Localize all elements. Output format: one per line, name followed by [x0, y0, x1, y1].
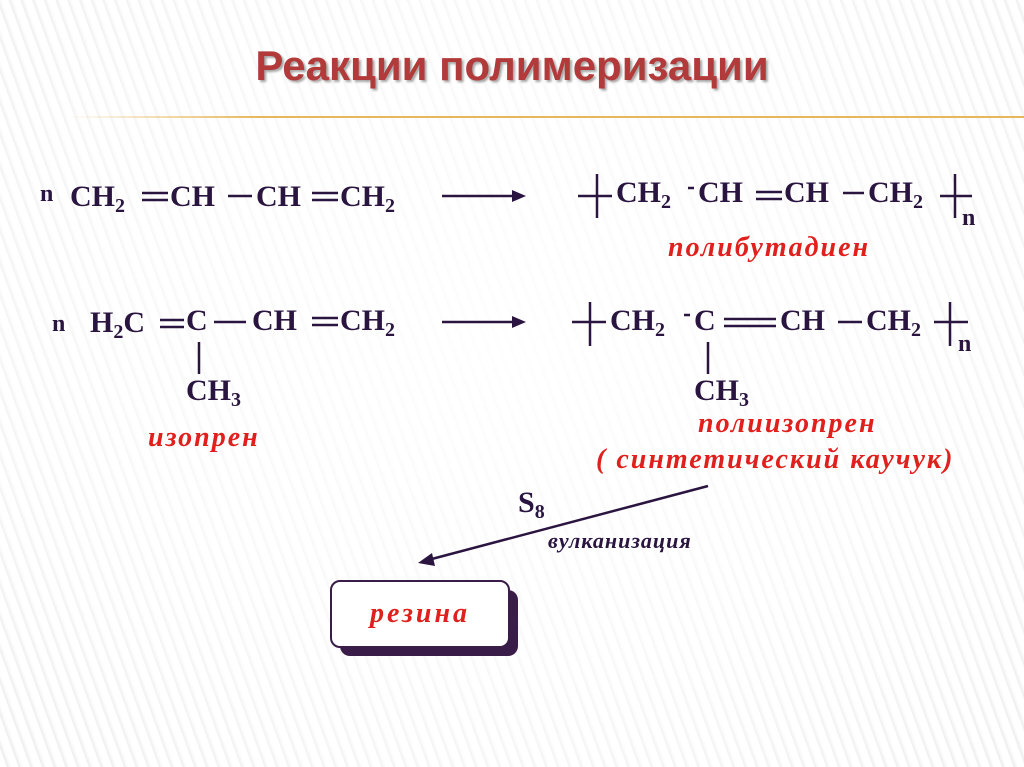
carbon-ch2: CH2: [340, 304, 395, 341]
carbon-ch: CH: [170, 180, 215, 213]
arrowhead: [418, 553, 435, 566]
coefficient-n: n: [40, 181, 54, 207]
arrowhead: [512, 190, 526, 202]
methyl-group: CH3: [694, 374, 749, 411]
carbon-c: C: [186, 304, 208, 337]
arrowhead: [512, 316, 526, 328]
result-label: резина: [369, 598, 471, 629]
title-underline: [68, 116, 1024, 118]
polymer-degree-n: n: [958, 331, 972, 357]
polymer-degree-n: n: [962, 205, 976, 231]
sulfur-reagent: S8: [518, 486, 545, 523]
carbon-c: C: [694, 304, 716, 337]
carbon-h2c: H2C: [90, 306, 146, 343]
carbon-ch2: CH2: [70, 180, 125, 217]
carbon-ch2: CH2: [610, 304, 665, 341]
carbon-ch2: CH2: [340, 180, 395, 217]
carbon-ch: CH: [252, 304, 297, 337]
methyl-group: CH3: [186, 374, 241, 411]
slide-title: Реакции полимеризации: [255, 42, 769, 89]
carbon-ch: CH: [784, 176, 829, 209]
carbon-ch: CH: [780, 304, 825, 337]
vulcanization-arrow: [427, 484, 709, 562]
carbon-ch: CH: [256, 180, 301, 213]
reactant-name-isoprene: изопрен: [148, 422, 260, 453]
product-name-polyisoprene: полиизопрен: [698, 408, 877, 439]
carbon-ch2: CH2: [866, 304, 921, 341]
carbon-ch2: CH2: [616, 176, 671, 213]
carbon-ch: CH: [698, 176, 743, 209]
coefficient-n: n: [52, 311, 66, 337]
product-name-polybutadiene: полибутадиен: [668, 232, 871, 263]
result-box-rubber: резина: [330, 580, 510, 648]
product-note-synthetic-rubber: ( синтетический каучук): [596, 444, 955, 475]
carbon-ch2: CH2: [868, 176, 923, 213]
vulcanization-label: вулканизация: [548, 528, 692, 553]
